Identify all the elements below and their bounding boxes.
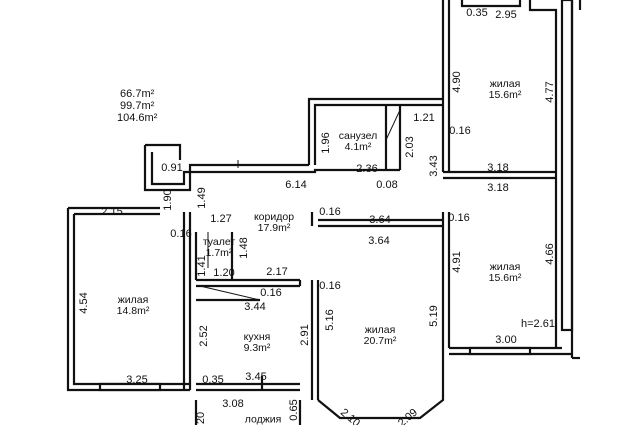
dim-label: 4.77: [544, 81, 556, 103]
room-name: коридор: [253, 211, 295, 223]
dim-label: 0.16: [448, 212, 470, 224]
dim-label: 0.16: [170, 228, 192, 240]
window-right: [468, 346, 532, 356]
dim-label: 3.44: [244, 301, 266, 313]
kitchen-counter-line: [199, 285, 261, 301]
room-bathroom: санузел 4.1m²: [339, 131, 377, 153]
room-living: жилая 20.7m²: [364, 325, 397, 347]
dim-label: 0.16: [449, 125, 471, 137]
room-name: туалет: [202, 236, 236, 248]
right-outer-wall: [560, 0, 574, 332]
dim-label: 2.91: [299, 324, 311, 346]
room-area: 15.6m²: [488, 272, 522, 284]
dim-label: 1.20: [213, 267, 235, 279]
room-loggia: лоджия: [244, 413, 282, 425]
room-area: 17.9m²: [257, 222, 291, 234]
room-name: лоджия: [244, 413, 282, 425]
dim-label: 0.91: [161, 162, 183, 174]
area-summary: 66.7m² 99.7m² 104.6m²: [117, 88, 157, 124]
room-area: 9.3m²: [243, 342, 271, 354]
dim-label: 3.45: [245, 371, 267, 383]
dim-label: 2.52: [198, 325, 210, 347]
room-area: 1.7m²: [205, 247, 233, 259]
room-corridor: коридор 17.9m²: [254, 212, 294, 234]
dim-label: 1.48: [238, 237, 250, 259]
dim-label: 2.17: [266, 266, 288, 278]
dim-label: 2.95: [495, 9, 517, 21]
dim-label: 1.49: [196, 187, 208, 209]
dim-label: 0.16: [260, 287, 282, 299]
dim-label: 0.16: [319, 206, 341, 218]
dim-label: 3.18: [487, 182, 509, 194]
room-kitchen: кухня 9.3m²: [244, 332, 271, 354]
room-area: 4.1m²: [344, 141, 372, 153]
dim-label: 0.08: [376, 179, 398, 191]
room-bedroom-right: жилая 15.6m²: [489, 262, 522, 284]
dim-label: 3.64: [368, 235, 390, 247]
dim-label: 1.21: [413, 112, 435, 124]
total-area-1: 66.7m²: [120, 88, 155, 100]
bathroom-top-wall: [307, 97, 443, 165]
room-area: 15.6m²: [488, 89, 522, 101]
room-toilet: туалет 1.7m²: [203, 237, 235, 259]
dim-label: 2.03: [404, 136, 416, 158]
dim-label: 20: [195, 411, 207, 425]
corridor-top-wall-inner: [150, 152, 400, 186]
dim-label: 1.41: [196, 255, 208, 277]
window-left: [98, 382, 162, 392]
corridor-top-wall: [143, 145, 309, 192]
dim-label: 3.08: [222, 398, 244, 410]
room-area: 20.7m²: [363, 335, 397, 347]
room-name: кухня: [243, 331, 271, 343]
total-area-2: 99.7m²: [120, 100, 155, 112]
dim-label: 4.54: [78, 292, 90, 314]
dim-label: 2.15: [101, 206, 123, 218]
room-name: жилая: [489, 78, 521, 90]
room-bedroom-top-right: жилая 15.6m²: [489, 79, 522, 101]
dim-label: 3.64: [369, 214, 391, 226]
dim-label: 1.27: [210, 213, 232, 225]
dim-label: 5.16: [324, 309, 336, 331]
room-name: жилая: [489, 261, 521, 273]
dim-label: 2.36: [356, 163, 378, 175]
dim-label: 0.35: [466, 7, 488, 19]
dim-label: 6.14: [285, 179, 307, 191]
ceiling-height: h=2.61: [521, 318, 555, 330]
outer-walls: [66, 0, 582, 425]
top-notch-right: [528, 0, 558, 14]
dim-label: 4.91: [451, 251, 463, 273]
left-notch: [145, 143, 182, 160]
top-notch: [460, 0, 522, 8]
dim-label: 3.18: [487, 162, 509, 174]
inner-details: [199, 109, 401, 301]
dim-label: 3.25: [126, 374, 148, 386]
total-area-3: 104.6m²: [117, 112, 158, 124]
dim-label: 4.90: [451, 71, 463, 93]
dim-label: 4.66: [544, 243, 556, 265]
dim-label: 3.00: [495, 334, 517, 346]
room-area: 14.8m²: [116, 305, 150, 317]
living-bay-wall: [317, 348, 445, 420]
dim-label: 1.96: [320, 132, 332, 154]
dim-label: 1.90: [162, 189, 174, 211]
dim-label: 5.19: [428, 305, 440, 327]
dim-label: 0.65: [288, 399, 300, 421]
room-name: жилая: [364, 324, 396, 336]
room-bedroom-left: жилая 14.8m²: [117, 295, 150, 317]
dim-label: 0.35: [202, 374, 224, 386]
room-name: жилая: [117, 294, 149, 306]
dim-label: 3.43: [428, 155, 440, 177]
bathroom-door-swing: [385, 109, 401, 141]
dim-label: 0.16: [319, 280, 341, 292]
room-name: санузел: [338, 130, 378, 142]
